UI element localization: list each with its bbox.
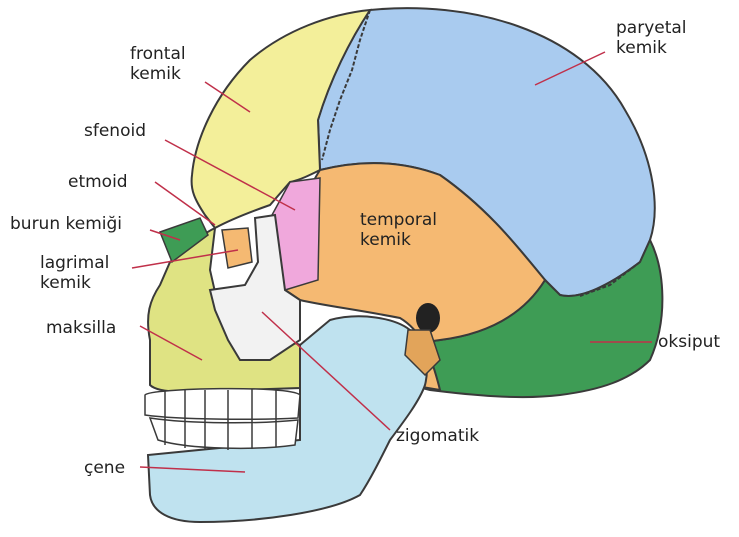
teeth — [145, 389, 300, 450]
label-lagrimal: lagrimal kemik — [40, 253, 109, 293]
label-zigomatik: zigomatik — [396, 426, 479, 446]
label-sfenoid: sfenoid — [84, 121, 146, 141]
label-etmoid: etmoid — [68, 172, 128, 192]
ear-canal — [416, 303, 440, 333]
label-frontal: frontal kemik — [130, 44, 186, 84]
label-maksilla: maksilla — [46, 318, 116, 338]
lacrimal-bone — [222, 228, 252, 268]
label-burun-kemigi: burun kemiği — [10, 214, 122, 234]
label-cene: çene — [84, 458, 125, 478]
label-temporal: temporal kemik — [360, 210, 437, 250]
label-paryetal: paryetal kemik — [616, 18, 687, 58]
label-oksiput: oksiput — [658, 332, 720, 352]
